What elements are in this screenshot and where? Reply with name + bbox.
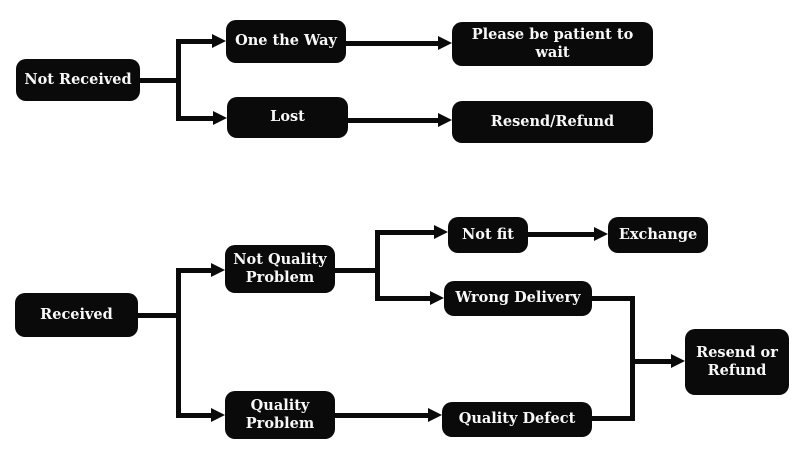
edge-to-resend-or-refund [630,359,671,364]
node-one-the-way: One the Way [226,20,346,63]
node-lost: Lost [227,97,348,138]
edge-not-fit-to-exchange [528,232,594,237]
edge-merge-vertical [630,296,635,421]
edge-lost-to-resend-refund [348,118,438,123]
node-not-received: Not Received [16,59,140,101]
edge-quality-defect-out [592,416,635,421]
edge-split2-vertical [176,268,181,418]
node-wrong-delivery: Wrong Delivery [444,281,592,316]
edge-quality-problem-to-defect [335,413,428,418]
edge-split3-vertical [375,230,380,301]
node-resend-refund: Resend/Refund [452,101,653,143]
edge-one-the-way-to-please [346,41,438,46]
arrowhead-lost-icon [213,111,227,125]
arrowhead-not-fit-icon [434,225,448,239]
arrowhead-quality-defect-icon [428,408,442,422]
arrowhead-resend-refund-icon [438,113,452,127]
edge-to-not-quality-problem [176,268,211,273]
edge-not-received-out [140,78,178,83]
edge-split1-vertical [176,39,181,121]
arrowhead-wrong-delivery-icon [430,291,444,305]
node-resend-or-refund: Resend or Refund [685,329,789,395]
node-please-be-patient: Please be patient to wait [452,22,653,66]
edge-wrong-delivery-out [592,296,635,301]
edge-received-out [138,313,180,318]
arrowhead-one-the-way-icon [212,34,226,48]
edge-to-one-the-way [176,39,212,44]
edge-to-wrong-delivery [375,296,430,301]
arrowhead-resend-or-refund-icon [671,354,685,368]
node-not-fit: Not fit [448,217,528,253]
arrowhead-please-icon [438,36,452,50]
node-quality-defect: Quality Defect [442,402,592,437]
node-not-quality-problem: Not Quality Problem [225,245,335,293]
node-quality-problem: Quality Problem [225,391,335,439]
arrowhead-exchange-icon [594,227,608,241]
node-received: Received [15,293,138,337]
edge-not-quality-problem-out [335,268,380,273]
arrowhead-not-quality-problem-icon [211,263,225,277]
arrowhead-quality-problem-icon [211,408,225,422]
edge-to-lost [176,116,213,121]
edge-to-not-fit [375,230,434,235]
node-exchange: Exchange [608,217,708,253]
edge-to-quality-problem [176,413,211,418]
